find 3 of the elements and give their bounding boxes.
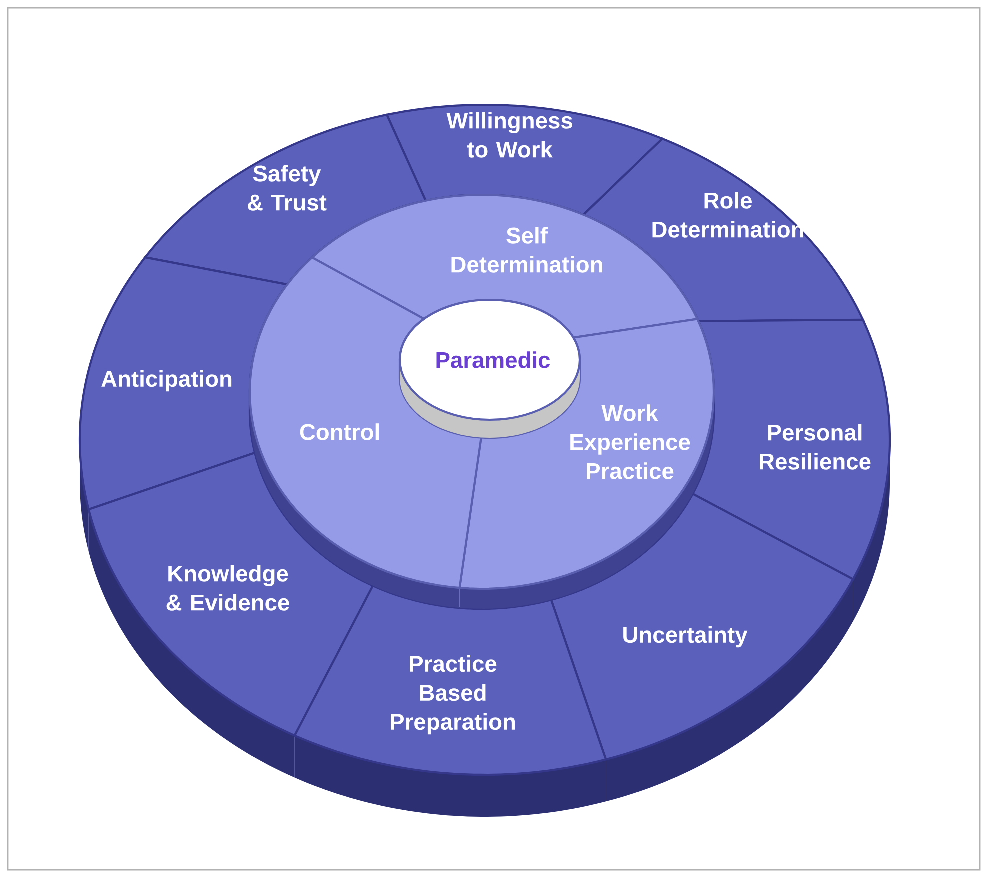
ring-segment: Uncertainty [550,492,855,802]
ring-segment: Personal Resilience [692,318,892,622]
ring-segment: Knowledge & Evidence [88,452,375,778]
